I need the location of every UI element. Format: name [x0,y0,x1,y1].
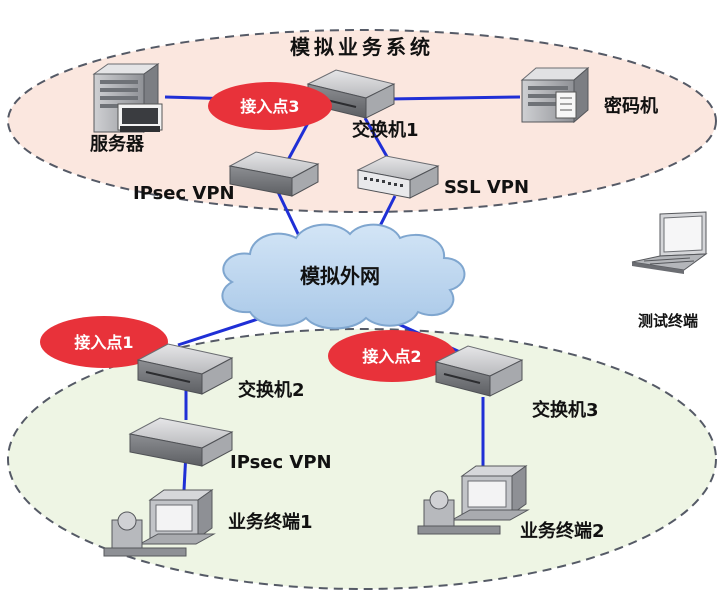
ssl-vpn-label: SSL VPN [444,177,529,198]
switch1-icon [306,69,396,119]
desktop-computer-2-icon [417,465,530,535]
server-icon [92,63,163,133]
ssl-vpn-icon [356,155,440,199]
internet-cloud [221,223,466,330]
test-terminal-label: 测试终端 [638,312,698,330]
terminal1-label: 业务终端1 [228,511,313,533]
access-point-1-label: 接入点1 [74,333,133,352]
switch2-label: 交换机2 [238,379,305,401]
terminal2-label: 业务终端2 [520,520,605,542]
link-ipsec-cloud [276,191,302,239]
access-point-1-badge [40,316,168,368]
switch2-icon [136,343,234,395]
switch3-label: 交换机3 [532,399,599,421]
cipher-machine-icon [520,66,590,124]
ipsec-vpn-bottom-label: IPsec VPN [230,452,332,473]
access-point-3-label: 接入点3 [240,97,299,116]
cipher-machine-label: 密码机 [604,95,658,117]
laptop-icon [631,211,708,274]
ipsec-vpn-top-icon [228,151,320,197]
ipsec-vpn-top-label: IPsec VPN [133,183,235,204]
server-label: 服务器 [90,133,145,155]
cloud-label: 模拟外网 [300,264,380,288]
access-point-2-badge [328,330,456,382]
access-point-2-label: 接入点2 [362,347,421,366]
switch1-label: 交换机1 [352,119,419,141]
switch3-icon [434,345,524,397]
ipsec-vpn-bottom-icon [128,417,234,467]
link-switch1-ssl [363,117,392,163]
access-point-3-badge [208,82,332,130]
top-zone-title: 模拟业务系统 [290,35,434,59]
link-switch1-cipher [387,95,521,101]
desktop-computer-1-icon [103,489,216,557]
